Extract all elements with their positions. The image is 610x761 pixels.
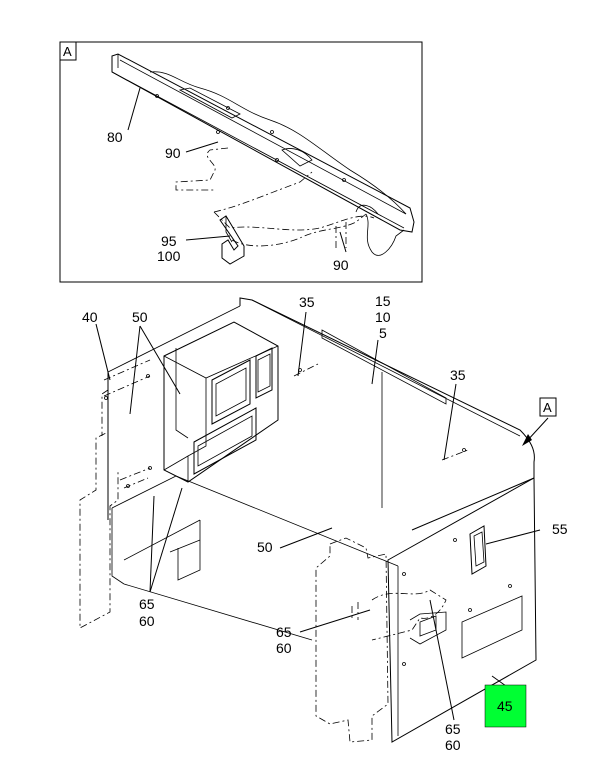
callout-60b[interactable]: 60 [276, 640, 292, 656]
back-wall [239, 297, 535, 531]
callout-100[interactable]: 100 [157, 248, 181, 264]
leader-50a-1 [129, 325, 141, 415]
leader-15 [371, 339, 379, 385]
detail-a-inset: A [59, 41, 423, 283]
callout-55[interactable]: 55 [552, 521, 568, 537]
callout-50b[interactable]: 50 [257, 539, 273, 555]
leader-65c [429, 599, 455, 721]
callout-60c[interactable]: 60 [445, 737, 461, 753]
bracket-95-100 [219, 215, 245, 265]
callout-50a[interactable]: 50 [132, 309, 148, 325]
leader-65a-1 [149, 495, 155, 593]
callout-40[interactable]: 40 [82, 309, 98, 325]
detail-frame [59, 41, 423, 283]
leader-90a [185, 141, 219, 153]
lower-opening [461, 595, 523, 659]
callout-65b[interactable]: 65 [276, 624, 292, 640]
callout-35a[interactable]: 35 [299, 294, 315, 310]
callout-95[interactable]: 95 [161, 233, 177, 249]
callout-45-highlight [484, 684, 527, 728]
callout-65c[interactable]: 65 [445, 721, 461, 737]
leader-65b [299, 609, 371, 633]
upper-bracket-box [163, 321, 279, 483]
leader-35b [443, 383, 457, 461]
trim-rail [111, 53, 415, 233]
callout-5[interactable]: 5 [379, 325, 387, 341]
leader-95 [185, 235, 231, 241]
callout-35b[interactable]: 35 [450, 367, 466, 383]
view-a-arrow-head [522, 434, 532, 446]
handle-slot-55 [469, 525, 487, 575]
callout-65a[interactable]: 65 [139, 596, 155, 612]
view-a-tag-box [539, 397, 557, 417]
callout-15[interactable]: 15 [375, 293, 391, 309]
main-assembly: A 40 50 35 15 10 5 35 55 50 65 60 65 60 … [79, 293, 568, 753]
detail-tag-box [59, 41, 77, 61]
leader-35a [297, 311, 307, 377]
leader-90b [339, 231, 347, 253]
detail-tag: A [63, 44, 72, 59]
callout-60a[interactable]: 60 [139, 613, 155, 629]
leader-45 [491, 675, 507, 687]
callout-80[interactable]: 80 [107, 129, 123, 145]
leader-65a-2 [149, 487, 183, 593]
floor-front-edge [123, 583, 313, 641]
callout-10[interactable]: 10 [375, 309, 391, 325]
front-cover-panel [315, 537, 389, 743]
floor-back-edge [175, 475, 399, 567]
leader-80 [127, 87, 141, 131]
callout-90a[interactable]: 90 [165, 145, 181, 161]
leader-40 [95, 323, 111, 381]
top-rail [321, 329, 447, 405]
callout-90b[interactable]: 90 [333, 257, 349, 273]
callout-45[interactable]: 45 [497, 698, 513, 714]
right-side-wall [387, 477, 537, 743]
leader-55 [485, 529, 541, 545]
view-a-tag: A [543, 400, 552, 415]
hidden-panel [175, 147, 405, 256]
leader-50b [279, 527, 333, 549]
leader-50a-2 [139, 325, 181, 395]
